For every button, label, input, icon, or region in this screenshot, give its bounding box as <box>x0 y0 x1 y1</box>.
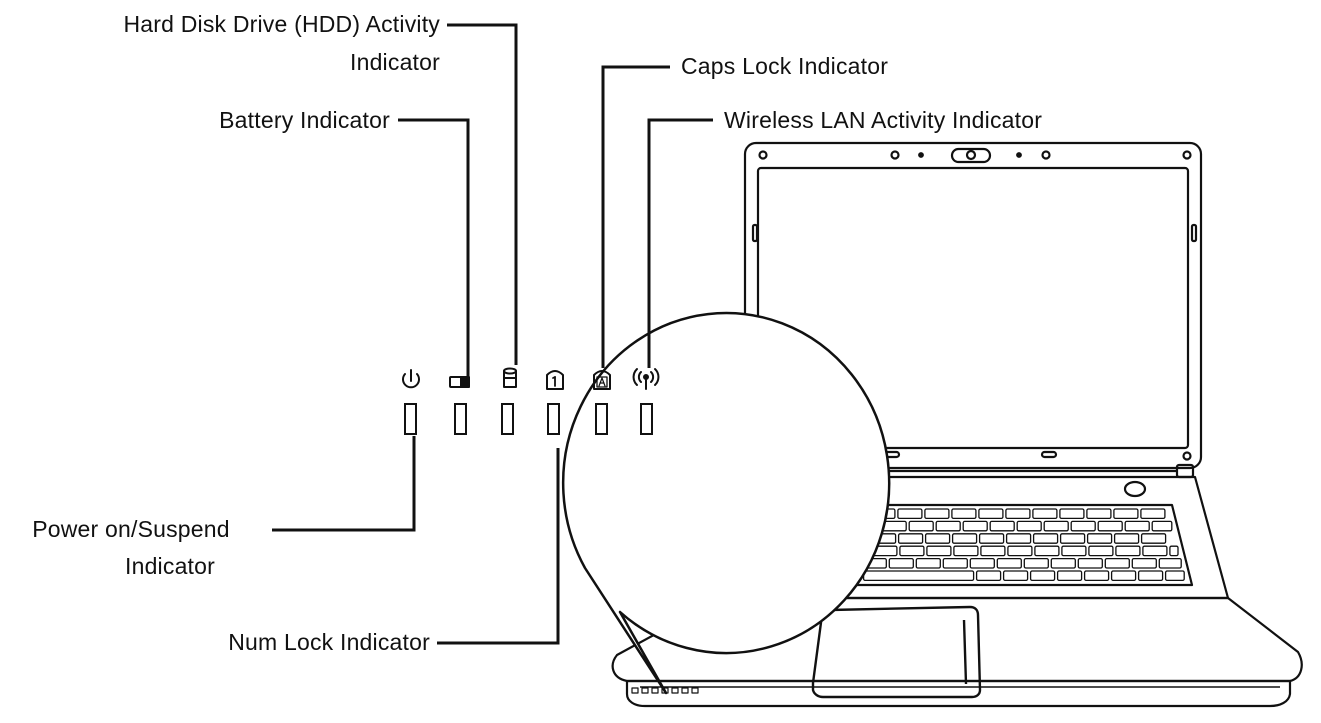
power-icon <box>402 369 420 389</box>
keyboard-key <box>1097 520 1123 532</box>
hdd-label-line2: Indicator <box>349 49 440 75</box>
wireless-leader-line <box>647 118 713 368</box>
keyboard-key <box>1083 570 1110 582</box>
keyboard-key <box>1005 508 1031 520</box>
caps-lock-led <box>595 403 608 435</box>
battery-leader-line <box>398 118 470 376</box>
caps-leader-line <box>601 65 670 368</box>
keyboard-key <box>1029 570 1056 582</box>
keyboard-key <box>1086 533 1113 544</box>
wireless-led <box>640 403 653 435</box>
keyboard-key <box>1002 570 1029 582</box>
power-leader-line <box>272 436 416 532</box>
keyboard-key <box>1086 508 1112 520</box>
hdd-indicator-label: Hard Disk Drive (HDD) Activity Indicator <box>40 11 440 76</box>
keyboard-key <box>924 533 951 544</box>
power-led <box>404 403 417 435</box>
magnifier-bubble <box>561 311 891 695</box>
battery-led <box>454 403 467 435</box>
hdd-leader-line <box>447 23 518 365</box>
keyboard-key <box>996 557 1022 569</box>
keyboard-key <box>899 545 925 557</box>
power-label-line1: Power on/Suspend <box>32 516 230 542</box>
keyboard-key <box>1032 508 1058 520</box>
power-label-line2: Indicator <box>124 553 215 579</box>
hdd-led <box>501 403 514 435</box>
keyboard-key <box>1151 520 1173 532</box>
keyboard-key <box>862 570 975 582</box>
wireless-lan-indicator-label: Wireless LAN Activity Indicator <box>724 107 1043 133</box>
keyboard-key <box>1034 545 1060 557</box>
num-lock-indicator-label: Num Lock Indicator <box>228 629 430 655</box>
keyboard-key <box>888 557 914 569</box>
front-led-row <box>631 687 699 694</box>
battery-icon <box>449 376 470 388</box>
keyboard-key <box>1113 508 1139 520</box>
power-suspend-indicator-label: Power on/Suspend Indicator <box>0 516 262 580</box>
keyboard-key <box>978 533 1005 544</box>
keyboard-key <box>1061 545 1087 557</box>
keyboard-key <box>926 545 952 557</box>
keyboard-key <box>1023 557 1049 569</box>
caps-lock-icon <box>593 370 611 390</box>
keyboard-key <box>924 508 950 520</box>
keyboard-key <box>1070 520 1096 532</box>
battery-indicator-label: Battery Indicator <box>219 107 390 133</box>
keyboard-key <box>1124 520 1150 532</box>
keyboard-key <box>1005 533 1032 544</box>
keyboard-key <box>1104 557 1130 569</box>
keyboard-key <box>1050 557 1076 569</box>
keyboard-key <box>1007 545 1033 557</box>
hdd-icon <box>503 367 517 388</box>
keyboard-key <box>915 557 941 569</box>
laptop-illustration <box>611 141 1303 708</box>
keyboard-key <box>975 570 1002 582</box>
caps-lock-indicator-label: Caps Lock Indicator <box>681 53 889 79</box>
keyboard-key <box>951 508 977 520</box>
keyboard-key <box>980 545 1006 557</box>
keyboard-key <box>1056 570 1083 582</box>
keyboard-key <box>1169 545 1179 557</box>
keyboard-key <box>1059 533 1086 544</box>
wireless-icon <box>632 368 660 390</box>
keyboard-key <box>1164 570 1185 582</box>
keyboard-key <box>1131 557 1157 569</box>
keyboard-key <box>1115 545 1141 557</box>
keyboard-key <box>989 520 1015 532</box>
keyboard-key <box>969 557 995 569</box>
keyboard-key <box>1140 533 1167 544</box>
keyboard-key <box>942 557 968 569</box>
keyboard-key <box>908 520 934 532</box>
keyboard-key <box>897 508 923 520</box>
keyboard-key <box>1137 570 1164 582</box>
keyboard-key <box>1059 508 1085 520</box>
numlock-leader-line <box>437 448 560 645</box>
keyboard-key <box>1110 570 1137 582</box>
keyboard-key <box>1142 545 1168 557</box>
keyboard-key <box>962 520 988 532</box>
keyboard-key <box>897 533 924 544</box>
keyboard-key <box>1113 533 1140 544</box>
num-lock-led <box>547 403 560 435</box>
keyboard-key <box>1088 545 1114 557</box>
laptop-keyboard-keys <box>743 508 1185 582</box>
keyboard-key <box>951 533 978 544</box>
keyboard-key <box>1043 520 1069 532</box>
keyboard-key <box>953 545 979 557</box>
keyboard-key <box>1016 520 1042 532</box>
keyboard-key <box>1077 557 1103 569</box>
keyboard-key <box>935 520 961 532</box>
keyboard-key <box>978 508 1004 520</box>
num-lock-icon <box>546 370 564 390</box>
keyboard-key <box>1032 533 1059 544</box>
hdd-label-line1: Hard Disk Drive (HDD) Activity <box>123 11 440 37</box>
laptop-lid <box>743 141 1203 470</box>
keyboard-key <box>1158 557 1182 569</box>
keyboard-key <box>1140 508 1166 520</box>
